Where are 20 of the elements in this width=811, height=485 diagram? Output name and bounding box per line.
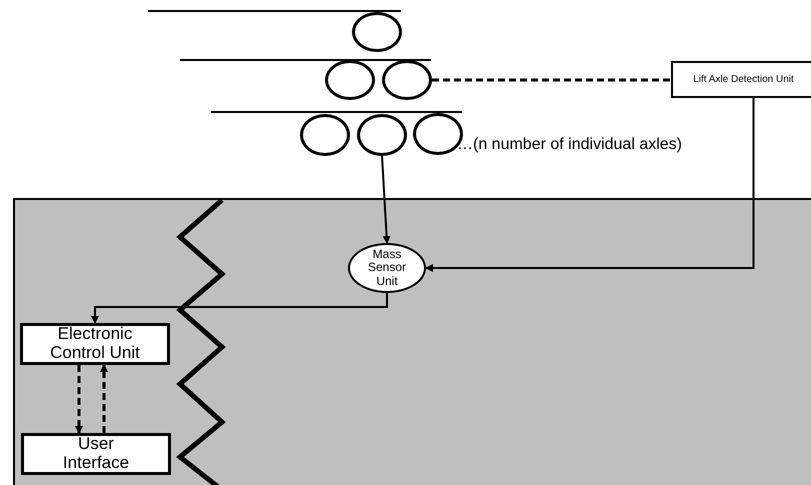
unit-label: Lift Axle Detection Unit — [693, 74, 794, 85]
connector-line — [432, 78, 671, 82]
connector-arrow — [381, 156, 391, 244]
unit-label: Electronic Control Unit — [49, 325, 141, 363]
unit-box — [20, 323, 170, 365]
axle-wheel — [352, 12, 402, 52]
annotation-text: …(n number of individual axles) — [457, 136, 682, 154]
axle-wheel — [300, 114, 350, 156]
vehicle-body-panel — [13, 198, 811, 485]
axle-wheel — [325, 60, 375, 100]
unit-box — [671, 61, 811, 98]
unit-label: User Interface — [62, 435, 130, 473]
connector-arrow — [91, 293, 388, 324]
axle-wheel — [357, 114, 407, 156]
axle-wheel — [382, 60, 432, 100]
unit-box — [21, 433, 171, 475]
connector-arrow — [75, 365, 83, 434]
connector-arrow — [425, 98, 754, 272]
connector-arrow — [100, 364, 108, 433]
unit-label: Mass Sensor Unit — [366, 248, 408, 288]
